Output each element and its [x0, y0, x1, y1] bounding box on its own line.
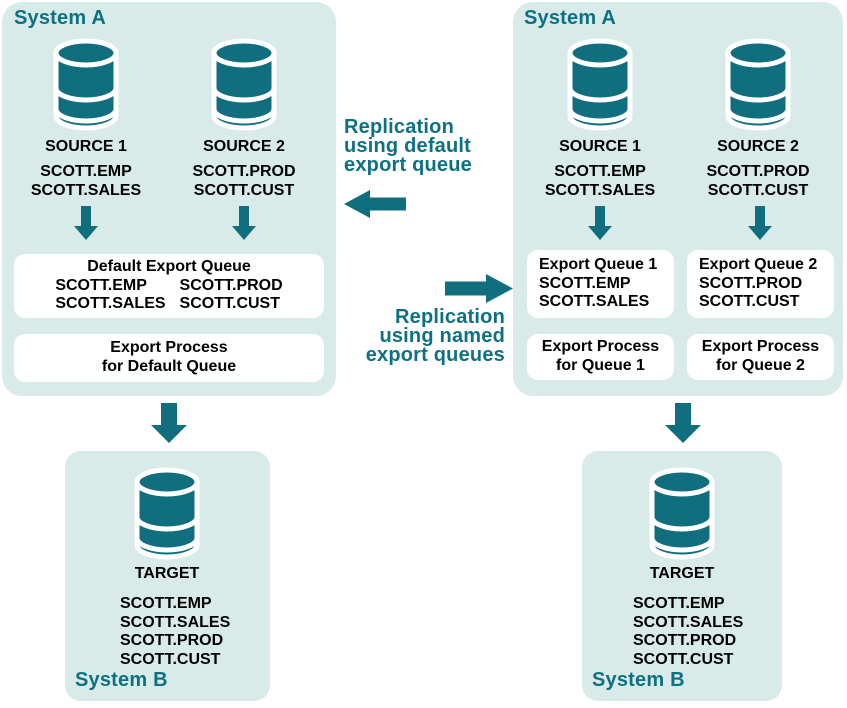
arrow-down-icon: [665, 403, 701, 443]
caption-line: Replication: [395, 306, 505, 328]
panel-system-b-right: TARGET SCOTT.EMP SCOTT.SALES SCOTT.PROD …: [582, 451, 782, 701]
process-line: Export Process: [541, 338, 660, 355]
export-queue-2-box: Export Queue 2 SCOTT.PROD SCOTT.CUST: [687, 250, 834, 318]
source-tables: SCOTT.EMP SCOTT.SALES: [540, 163, 660, 200]
system-b-title: System B: [75, 669, 168, 691]
table-name: SCOTT.PROD: [706, 163, 810, 180]
table-name: SCOTT.EMP: [55, 276, 147, 294]
source-name: SOURCE 1: [559, 138, 641, 155]
table-name: SCOTT.SALES: [120, 613, 231, 631]
table-name: SCOTT.CUST: [120, 650, 221, 668]
table-name: SCOTT.PROD: [120, 632, 224, 649]
database-icon: [644, 466, 720, 560]
caption-line: Replication: [344, 116, 454, 138]
source-tables: SCOTT.EMP SCOTT.SALES: [26, 163, 146, 200]
source-name: SOURCE 1: [45, 138, 127, 155]
database-icon: [720, 37, 796, 131]
table-name: SCOTT.SALES: [55, 295, 166, 312]
system-a-title: System A: [14, 7, 107, 29]
process-line: for Queue 2: [716, 356, 805, 374]
target-tables: SCOTT.EMP SCOTT.SALES SCOTT.PROD SCOTT.C…: [633, 595, 773, 669]
process-line: for Queue 1: [556, 356, 645, 374]
table-name: SCOTT.CUST: [193, 181, 295, 199]
panel-system-a-right: System A SOURCE 1 SOURCE 2 SCOTT.EMP SCO…: [513, 2, 843, 396]
target-name: TARGET: [134, 565, 200, 582]
panel-system-b-left: TARGET SCOTT.EMP SCOTT.SALES SCOTT.PROD …: [65, 451, 270, 701]
table-name: SCOTT.PROD: [192, 163, 296, 180]
arrow-left-icon: [344, 190, 406, 218]
arrow-right-icon: [445, 274, 513, 303]
database-icon: [48, 37, 124, 131]
table-name: SCOTT.CUST: [699, 293, 800, 310]
table-name: SCOTT.EMP: [633, 595, 725, 612]
arrow-down-icon: [74, 206, 98, 240]
table-name: SCOTT.EMP: [539, 274, 631, 292]
export-process-2-box: Export Process for Queue 2: [687, 334, 834, 380]
table-name: SCOTT.EMP: [554, 163, 646, 180]
arrow-down-icon: [588, 206, 612, 240]
table-name: SCOTT.EMP: [120, 595, 212, 612]
table-name: SCOTT.CUST: [633, 650, 734, 668]
table-name: SCOTT.PROD: [179, 276, 283, 294]
export-process-1-box: Export Process for Queue 1: [527, 334, 674, 380]
default-export-queue-box: Default Export Queue SCOTT.EMP SCOTT.SAL…: [14, 254, 324, 318]
export-process-box: Export Process for Default Queue: [14, 334, 324, 382]
table-name: SCOTT.SALES: [539, 293, 650, 310]
table-name: SCOTT.SALES: [30, 181, 142, 199]
table-name: SCOTT.PROD: [633, 632, 737, 649]
target-tables: SCOTT.EMP SCOTT.SALES SCOTT.PROD SCOTT.C…: [120, 595, 260, 669]
table-name: SCOTT.CUST: [179, 295, 280, 312]
export-queue-1-box: Export Queue 1 SCOTT.EMP SCOTT.SALES: [527, 250, 674, 318]
table-name: SCOTT.SALES: [544, 181, 656, 199]
caption-line: using default: [344, 135, 472, 157]
process-line: for Default Queue: [101, 357, 237, 375]
caption-line: export queues: [365, 344, 505, 366]
caption-line: export queue: [344, 154, 472, 176]
system-b-title: System B: [592, 669, 685, 691]
source-tables: SCOTT.PROD SCOTT.CUST: [184, 163, 304, 200]
caption-named-queues: Replication using named export queues: [335, 306, 505, 366]
source-tables: SCOTT.PROD SCOTT.CUST: [698, 163, 818, 200]
process-line: Export Process: [110, 339, 228, 356]
queue-box-tables: SCOTT.EMP SCOTT.SALES SCOTT.PROD SCOTT.C…: [14, 277, 324, 314]
queue-column: SCOTT.EMP SCOTT.SALES: [55, 277, 165, 314]
target-name: TARGET: [649, 565, 715, 582]
arrow-down-icon: [232, 206, 256, 240]
table-name: SCOTT.SALES: [633, 613, 744, 631]
process-line: Export Process: [701, 338, 820, 355]
queue-box-title: Export Queue 2: [699, 256, 818, 273]
source-name: SOURCE 2: [203, 138, 285, 155]
source-name: SOURCE 2: [717, 138, 799, 155]
queue-box-title: Export Queue 1: [539, 256, 658, 273]
panel-system-a-left: System A SOURCE 1 SOURCE 2 SCOTT.EMP SCO…: [2, 2, 336, 396]
queue-box-title: Default Export Queue: [87, 258, 251, 275]
system-a-title: System A: [524, 7, 617, 29]
queue-column: SCOTT.PROD SCOTT.CUST: [180, 277, 283, 314]
table-name: SCOTT.PROD: [699, 274, 803, 292]
arrow-down-icon: [748, 206, 772, 240]
arrow-down-icon: [151, 403, 187, 443]
database-icon: [206, 37, 282, 131]
database-icon: [562, 37, 638, 131]
caption-line: using named: [379, 325, 505, 347]
table-name: SCOTT.CUST: [707, 181, 809, 199]
database-icon: [129, 466, 205, 560]
caption-default-queue: Replication using default export queue: [344, 116, 514, 176]
table-name: SCOTT.EMP: [40, 163, 132, 180]
